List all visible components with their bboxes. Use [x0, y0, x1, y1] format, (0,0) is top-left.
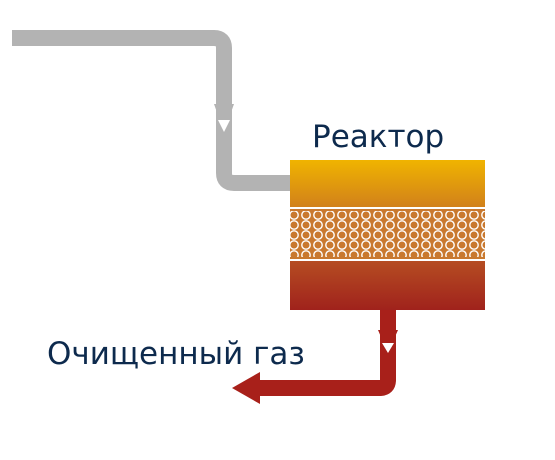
- inlet-flow-arrow-highlight: [218, 120, 230, 132]
- inlet-flow-arrow-icon: [214, 104, 234, 132]
- outlet-arrowhead-icon: [232, 372, 260, 404]
- inlet-pipe: [12, 30, 290, 191]
- outlet-flow-arrow-icon: [378, 330, 398, 353]
- outlet-pipe: [256, 310, 396, 396]
- reactor-label: Реактор: [312, 119, 444, 155]
- outlet-label: Очищенный газ: [47, 336, 305, 372]
- catalyst-pellets: [290, 211, 485, 257]
- outlet-flow-arrow-highlight: [382, 343, 394, 353]
